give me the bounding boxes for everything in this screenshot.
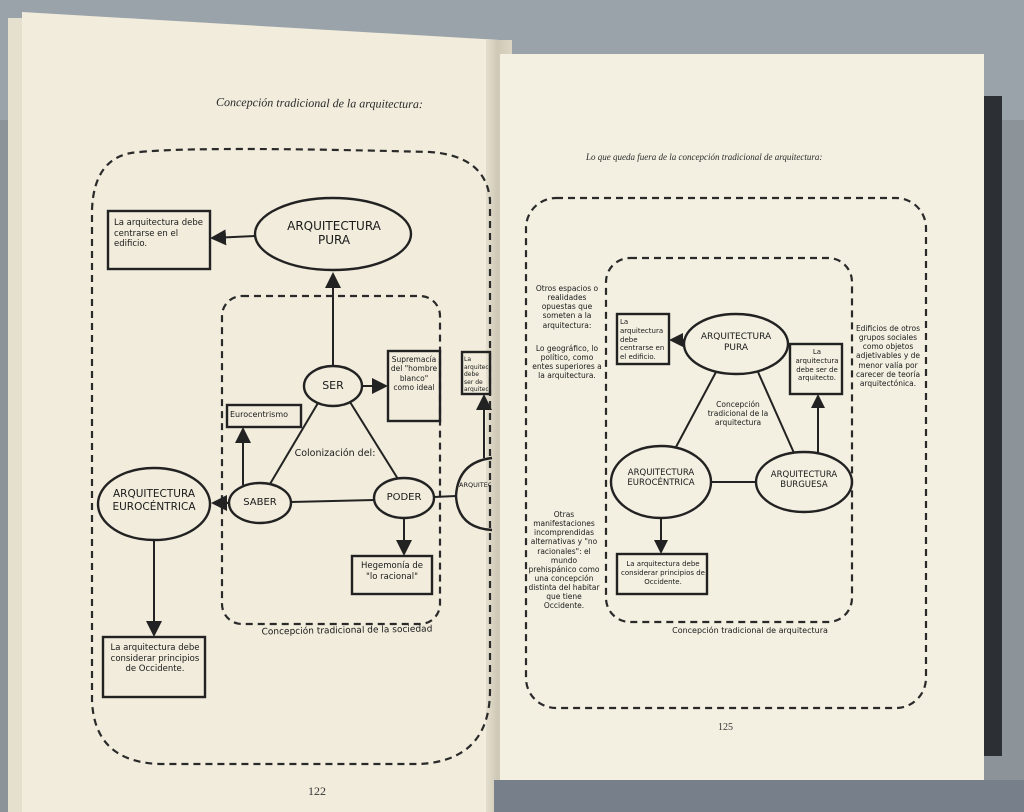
book-cover-edge	[984, 96, 1002, 756]
left-page-edge	[8, 18, 24, 812]
left-label-poder: PODER	[386, 492, 422, 503]
right-page	[500, 54, 984, 780]
right-center-label: Concepción tradicional de la arquitectur…	[707, 400, 769, 427]
left-line-poder-burguesa	[433, 495, 457, 498]
right-outer-frame	[524, 196, 928, 710]
left-text-edificio: La arquitectura debe centrarse en el edi…	[114, 218, 203, 250]
left-text-partial: La arquitectura debe ser de arquitecto.	[464, 356, 488, 392]
right-label-arquitectura-eurocentrica: ARQUITECTURA EUROCÉNTRICA	[627, 468, 695, 489]
table-surface	[494, 780, 1024, 812]
left-label-arquitectura-pura: ARQUITECTURA PURA	[287, 219, 381, 248]
left-text-hegemonia: Hegemonía de "lo racional"	[360, 561, 423, 582]
left-box-edificio	[106, 209, 212, 271]
right-page-number: 125	[718, 722, 733, 733]
left-inner-frame	[220, 294, 442, 626]
left-page	[22, 12, 500, 812]
left-text-eurocentrismo: Eurocentrismo	[230, 410, 289, 419]
right-inner-frame-label: Concepción tradicional de arquitectura	[672, 626, 828, 635]
left-label-ser: SER	[322, 379, 344, 392]
right-page-title: Lo que queda fuera de la concepción trad…	[586, 152, 823, 162]
right-label-arquitectura-burguesa: ARQUITECTURA BURGUESA	[770, 470, 838, 491]
right-node-arquitectura-pura	[682, 312, 790, 376]
right-label-arquitectura-pura: ARQUITECTURA PURA	[700, 332, 772, 353]
left-label-arquitectura-eurocentrica: ARQUITECTURA EUROCÉNTRICA	[112, 488, 196, 513]
right-line-pura-eurocentrica	[675, 371, 717, 448]
right-text-arquitecto: La arquitectura debe ser de arquitecto.	[795, 348, 839, 383]
left-line-saber-poder	[290, 499, 375, 503]
left-label-saber: SABER	[243, 497, 277, 508]
right-note-manifestaciones: Otras manifestaciones incomprendidas alt…	[528, 510, 600, 611]
left-text-occidente: La arquitectura debe considerar principi…	[110, 643, 200, 675]
right-note-edificios: Edificios de otros grupos sociales como …	[855, 324, 921, 388]
left-label-burguesa-partial: ARQUITECTURA BURGUESA	[459, 482, 491, 489]
left-page-number: 122	[308, 784, 326, 798]
left-node-arquitectura-pura	[253, 196, 413, 272]
left-line-ser-poder	[349, 401, 399, 480]
left-arrow-pura-to-edificio	[210, 229, 257, 246]
left-box-eurocentrismo	[225, 403, 303, 429]
right-line-pura-burguesa	[757, 371, 795, 454]
left-center-label: Colonización del:	[294, 448, 376, 459]
right-text-occidente: La arquitectura debe considerar principi…	[621, 560, 705, 586]
right-text-edificio: La arquitectura debe centrarse en el edi…	[620, 318, 665, 361]
right-note-otros-espacios: Otros espacios o realidades opuestas que…	[535, 284, 599, 330]
left-outer-frame	[90, 147, 492, 766]
left-box-hegemonia	[350, 554, 434, 596]
left-box-occidente	[101, 635, 207, 699]
left-box-supremacia	[386, 349, 442, 423]
right-inner-frame	[604, 256, 854, 624]
left-line-ser-saber	[269, 402, 319, 485]
right-note-geografico: Lo geográfico, lo político, como entes s…	[532, 344, 602, 381]
left-text-supremacia: Supremacía del "hombre blanco" como idea…	[390, 355, 438, 393]
right-box-occidente	[615, 552, 709, 596]
